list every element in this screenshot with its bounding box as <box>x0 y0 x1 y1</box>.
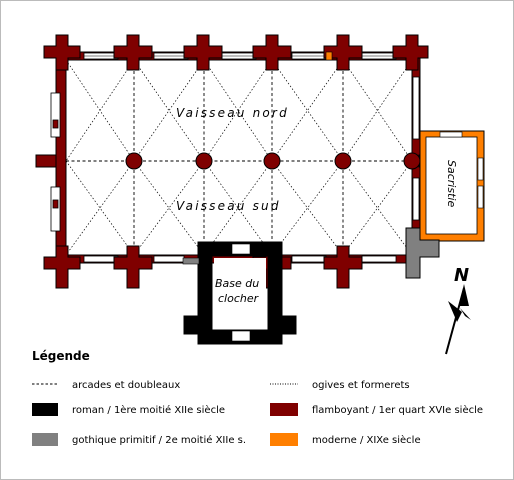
west-door-jambs <box>52 119 59 209</box>
legend-item-arcades: arcades et doubleaux <box>72 380 180 391</box>
legend-swatch-modern <box>270 433 298 446</box>
label-bell-tower-2: clocher <box>218 292 260 305</box>
label-vault-north: Vaisseau nord <box>176 106 289 120</box>
east-window-2 <box>412 177 420 221</box>
tower-opening-north <box>231 243 251 255</box>
label-vault-south: Vaisseau sud <box>176 199 281 213</box>
north-arrow-icon <box>445 284 471 355</box>
sacristy <box>419 130 485 242</box>
label-bell-tower-1: Base du <box>215 277 259 290</box>
legend-item-gothic: gothique primitif / 2e moitié XIIe s. <box>72 434 246 446</box>
tower-opening-south <box>231 330 251 342</box>
legend-swatch-gothic <box>32 433 58 446</box>
legend-item-roman: roman / 1ère moitié XIIe siècle <box>72 404 225 416</box>
north-letter: N <box>454 265 469 286</box>
legend-item-ogives: ogives et formerets <box>312 380 410 391</box>
west-openings <box>50 92 61 232</box>
bell-tower-interior <box>214 258 266 328</box>
legend-item-modern: moderne / XIXe siècle <box>312 434 421 446</box>
legend-item-flamboyant: flamboyant / 1er quart XVIe siècle <box>312 404 483 416</box>
gothic-buttress <box>405 227 440 279</box>
tower-gothic-patch <box>182 257 200 265</box>
arcade-lines <box>66 60 412 255</box>
label-sacristy: Sacristie <box>445 160 458 207</box>
legend: Légende arcades et doubleaux ogives et f… <box>32 349 483 446</box>
modern-patch <box>325 51 333 61</box>
east-window <box>412 76 420 140</box>
legend-swatch-roman <box>32 403 58 416</box>
legend-title: Légende <box>32 349 90 363</box>
nave-floor <box>65 59 413 256</box>
legend-swatch-flamboyant <box>270 403 298 416</box>
ogive-ribs <box>65 59 413 256</box>
